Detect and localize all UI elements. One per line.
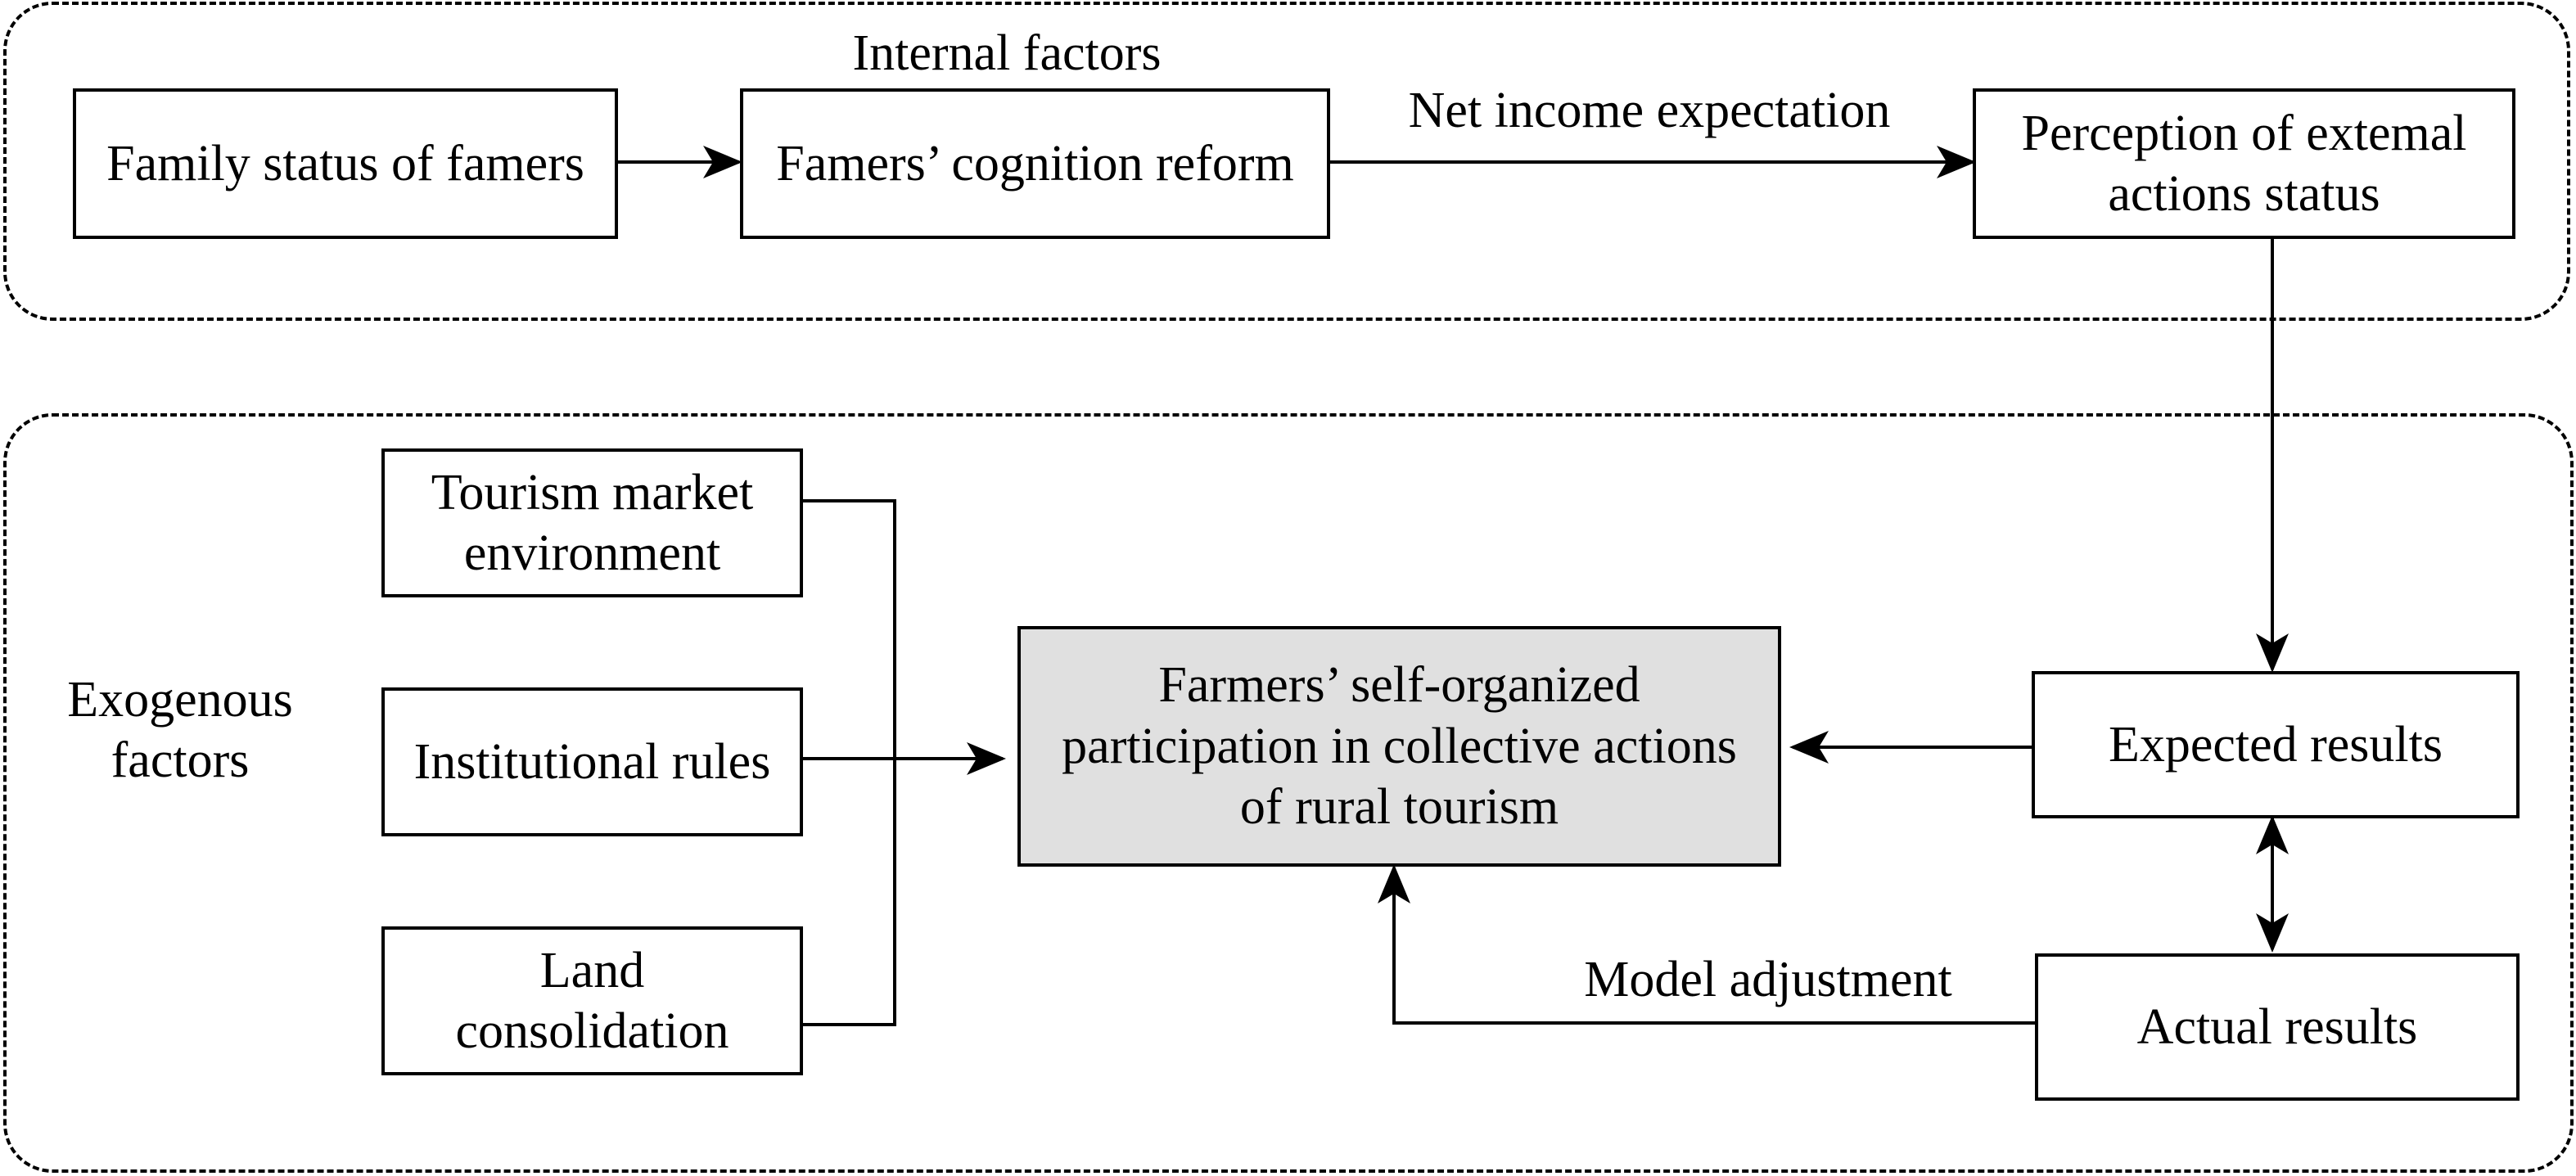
expected-results-box: Expected results bbox=[2032, 671, 2520, 818]
arrow-actual-to-central bbox=[1378, 864, 2037, 1025]
internal-factors-label: Internal factors bbox=[852, 25, 1162, 81]
exogenous-factors-group bbox=[3, 413, 2574, 1173]
exogenous-bracket bbox=[801, 499, 896, 1026]
net-income-expectation-label: Net income expectation bbox=[1408, 83, 1891, 138]
perception-box: Perception of extemal actions status bbox=[1973, 88, 2515, 239]
model-adjustment-label: Model adjustment bbox=[1584, 952, 1952, 1007]
tourism-market-box: Tourism market environment bbox=[381, 448, 803, 597]
exogenous-factors-label: Exogenous factors bbox=[67, 672, 293, 789]
land-consolidation-box: Land consolidation bbox=[381, 926, 803, 1075]
actual-results-box: Actual results bbox=[2035, 953, 2520, 1101]
institutional-rules-box: Institutional rules bbox=[381, 687, 803, 836]
family-status-box: Family status of famers bbox=[73, 88, 618, 239]
cognition-reform-box: Famers’ cognition reform bbox=[740, 88, 1330, 239]
internal-factors-group bbox=[3, 2, 2570, 321]
central-collective-action-box: Farmers’ self-organized participation in… bbox=[1017, 626, 1781, 867]
